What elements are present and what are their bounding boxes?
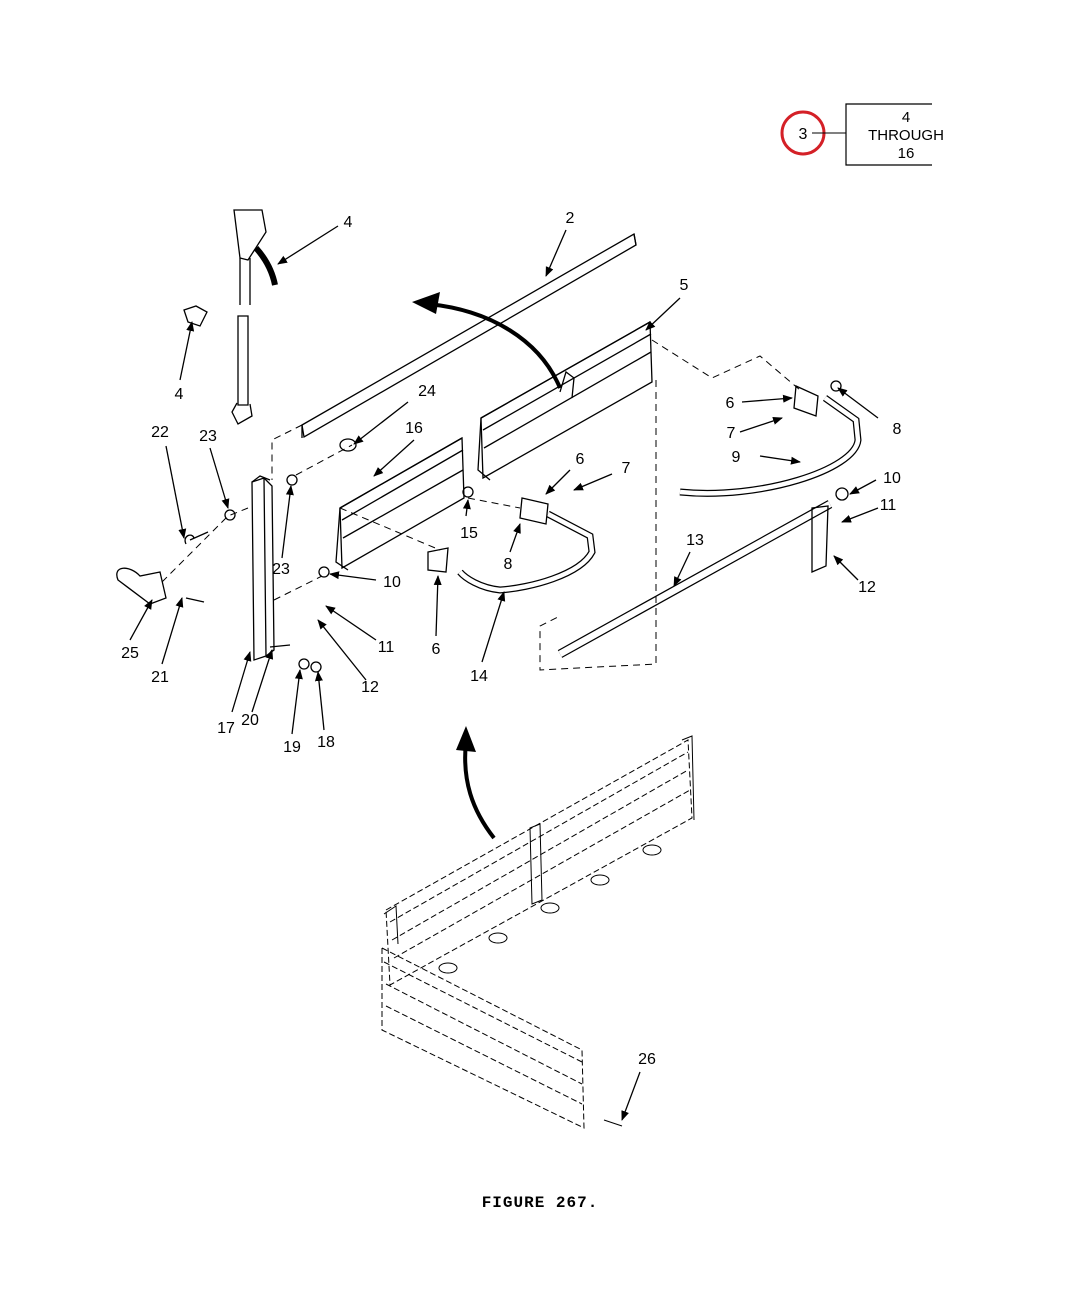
callout-9: 9 (732, 449, 741, 466)
callout-22: 22 (151, 424, 169, 441)
legend-box: 3 4 THROUGH 16 (780, 103, 944, 166)
callout-12-left: 12 (361, 679, 379, 696)
callout-10-right: 10 (883, 470, 901, 487)
part-strap (183, 209, 278, 425)
callout-13: 13 (686, 532, 704, 549)
legend-circled-number: 3 (799, 126, 808, 143)
callout-2: 2 (566, 210, 575, 227)
callout-labels: 4 4 2 5 24 16 22 23 23 15 6 7 8 6 7 8 9 … (121, 210, 901, 1068)
legend-line-1: 4 (902, 109, 910, 126)
callout-20: 20 (241, 712, 259, 729)
callout-12-right: 12 (858, 579, 876, 596)
figure-caption: FIGURE 267. (481, 1194, 599, 1212)
callout-21: 21 (151, 669, 169, 686)
parts-drawing (116, 209, 862, 673)
callout-4-top: 4 (344, 214, 353, 231)
callout-17: 17 (217, 720, 235, 737)
callout-5: 5 (680, 277, 689, 294)
callout-25: 25 (121, 645, 139, 662)
deck-ovals (438, 844, 662, 974)
callout-6-mid: 6 (576, 451, 585, 468)
callout-7-mid: 7 (622, 460, 631, 477)
callout-19: 19 (283, 739, 301, 756)
callout-18: 18 (317, 734, 335, 751)
dashed-leaders (161, 339, 801, 671)
curved-arrows (412, 292, 562, 840)
callout-24: 24 (418, 383, 436, 400)
legend-line-2: THROUGH (868, 127, 944, 144)
part-panel-5 (477, 320, 653, 481)
legend-line-3: 16 (898, 145, 915, 162)
callout-26: 26 (638, 1051, 656, 1068)
callout-4-bracket: 4 (175, 386, 184, 403)
part-handle-9 (679, 385, 862, 497)
part-panel-16 (335, 436, 465, 571)
part-rod-13 (557, 500, 833, 658)
callout-11-left: 11 (378, 639, 395, 656)
part-post-17 (251, 475, 275, 661)
callout-6-right: 6 (726, 395, 735, 412)
callout-11-right: 11 (880, 497, 897, 514)
callout-23-lower: 23 (272, 561, 290, 578)
callout-8-right: 8 (893, 421, 902, 438)
truck-body-drawing (381, 735, 695, 1129)
callout-8-mid: 8 (504, 556, 513, 573)
small-hardware (116, 380, 849, 673)
callout-6-lower: 6 (432, 641, 441, 658)
callout-10-left: 10 (383, 574, 401, 591)
callout-leaders (129, 225, 879, 1121)
callout-15: 15 (460, 525, 478, 542)
part-handle-14 (457, 497, 596, 594)
callout-14: 14 (470, 668, 488, 685)
callout-23-left: 23 (199, 428, 217, 445)
callout-16: 16 (405, 420, 423, 437)
callout-7-right: 7 (727, 425, 736, 442)
part-rail-2 (301, 232, 637, 439)
